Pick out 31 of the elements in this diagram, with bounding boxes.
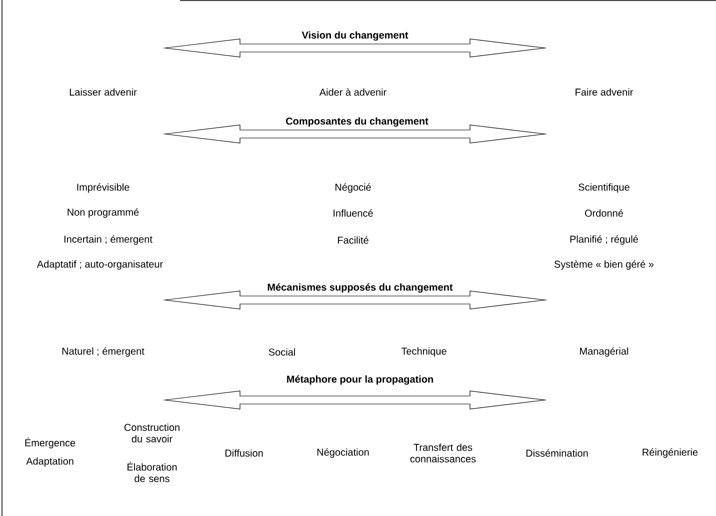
label-text: Adaptation bbox=[26, 457, 74, 467]
label-text: Laisser advenir bbox=[70, 88, 137, 96]
label-text: Naturel ; émergent bbox=[62, 347, 144, 357]
label-text: Négocié bbox=[335, 183, 371, 193]
heading: Métaphore pour la propagation bbox=[287, 375, 433, 385]
label-text: Aider à advenir bbox=[319, 88, 386, 96]
label-text: Planifié ; régulé bbox=[570, 235, 638, 245]
heading: Composantes du changement bbox=[286, 117, 428, 127]
label-text: Faire advenir bbox=[576, 88, 633, 96]
label-text: Transfert des connaissances bbox=[410, 444, 476, 462]
label-text: Incertain ; émergent bbox=[64, 235, 152, 245]
label-text: Dissémination bbox=[526, 449, 588, 457]
label-text: Technique bbox=[401, 347, 446, 357]
heading: Mécanismes supposés du changement bbox=[268, 283, 453, 293]
label-text: Managérial bbox=[580, 347, 628, 357]
label-text: Réingénierie bbox=[642, 448, 698, 458]
label-text: Ordonné bbox=[585, 209, 623, 217]
label-text: Émergence bbox=[25, 438, 76, 448]
label-text: Non programmé bbox=[68, 208, 139, 218]
label-text: Système « bien géré » bbox=[554, 260, 654, 270]
label-text: Élaboration de sens bbox=[128, 462, 177, 482]
label-text: Construction du savoir bbox=[124, 424, 180, 442]
heading: Vision du changement bbox=[302, 31, 408, 41]
label-text: Adaptatif ; auto-organisateur bbox=[36, 260, 163, 270]
label-text: Imprévisible bbox=[77, 183, 130, 193]
label-text: Facilité bbox=[338, 236, 368, 244]
label-text: Diffusion bbox=[225, 449, 263, 457]
label-text: Social bbox=[268, 348, 295, 356]
label-text: Influencé bbox=[334, 209, 373, 217]
label-text: Négociation bbox=[317, 448, 369, 458]
label-text: Scientifique bbox=[578, 183, 630, 193]
